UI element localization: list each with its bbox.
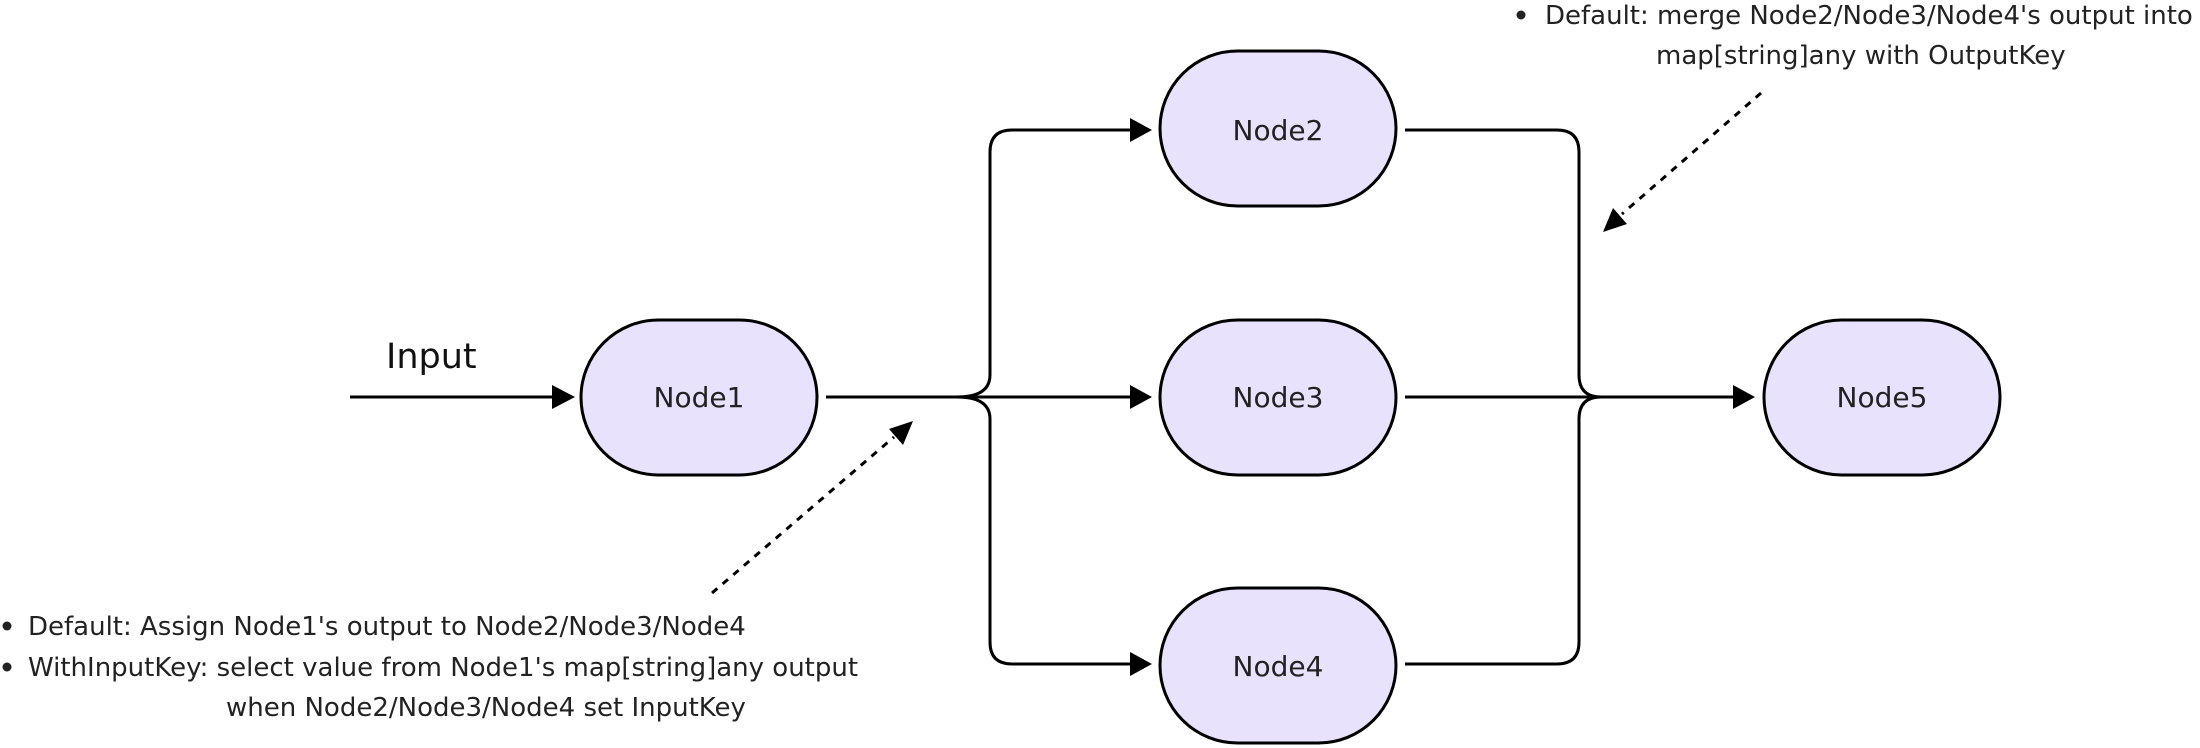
node3-label: Node3 <box>1233 381 1324 414</box>
top-note-bullet <box>1516 10 1526 20</box>
node1-shape <box>579 318 819 477</box>
bottom-note-bullet-1 <box>2 621 12 631</box>
bottom-note-bullet-2 <box>2 662 12 672</box>
bottom-note-line3: when Node2/Node3/Node4 set InputKey <box>226 693 746 723</box>
edge-branch-node2 <box>956 128 1130 399</box>
edge-merge-node2 <box>1405 128 1602 399</box>
bottom-note-pointer <box>711 435 895 595</box>
node2: Node2 <box>1158 49 1398 208</box>
bottom-note-line1: Default: Assign Node1's output to Node2/… <box>28 612 746 642</box>
edge-branch-node4-arrowhead <box>1130 652 1152 676</box>
top-note-line2: map[string]any with OutputKey <box>1656 41 2066 71</box>
node3: Node3 <box>1158 318 1398 477</box>
bottom-note-line2: WithInputKey: select value from Node1's … <box>28 653 858 683</box>
node1: Node1 <box>579 318 819 477</box>
edge-branch-node3-arrowhead <box>1130 385 1152 409</box>
node3-shape <box>1158 318 1398 477</box>
edge-branch-node2-arrowhead <box>1130 118 1152 142</box>
node4-label: Node4 <box>1233 650 1324 683</box>
top-note-pointer-arrowhead <box>1603 208 1627 232</box>
node5-label: Node5 <box>1837 381 1928 414</box>
node5-shape <box>1762 318 2002 477</box>
node4: Node4 <box>1158 586 1398 745</box>
edge-merge-node5-arrowhead <box>1733 385 1755 409</box>
node2-shape <box>1158 49 1398 208</box>
edge-branch-node4 <box>956 395 1130 666</box>
edge-input-node1-arrowhead <box>552 385 575 409</box>
node5: Node5 <box>1762 318 2002 477</box>
top-note-pointer <box>1621 91 1762 216</box>
node2-label: Node2 <box>1233 114 1324 147</box>
node1-label: Node1 <box>654 381 745 414</box>
bottom-note-pointer-arrowhead <box>889 421 913 445</box>
node4-shape <box>1158 586 1398 745</box>
top-note-line1: Default: merge Node2/Node3/Node4's outpu… <box>1545 1 2193 31</box>
input-label: Input <box>386 337 477 377</box>
edge-merge-node4 <box>1405 395 1602 666</box>
